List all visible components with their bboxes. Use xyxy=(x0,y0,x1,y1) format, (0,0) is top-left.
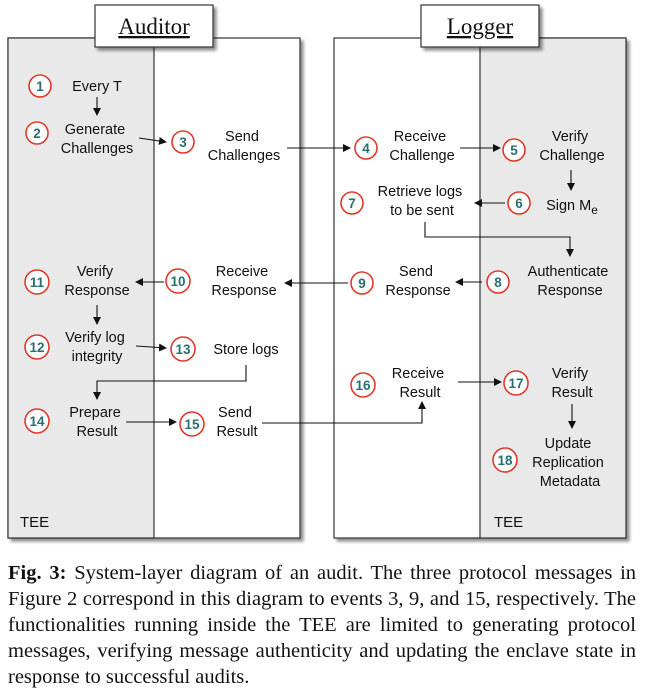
step-15-number: 15 xyxy=(184,417,200,432)
step-circles: 1 2 3 4 5 6 7 8 9 10 11 12 13 14 15 16 1… xyxy=(24,74,531,473)
logger-tee-label: TEE xyxy=(494,514,523,531)
step-13-label: Store logs xyxy=(213,342,278,358)
step-1-number: 1 xyxy=(36,79,44,94)
arrow-12-13 xyxy=(135,343,167,352)
step-7-number: 7 xyxy=(348,196,356,211)
step-9-badge: 9 xyxy=(350,271,374,295)
step-4-label: Receive Challenge xyxy=(389,129,454,164)
step-10-label: Receive Response xyxy=(211,264,276,299)
step-9-label: Send Response xyxy=(385,264,450,299)
step-5-label: Verify Challenge xyxy=(539,129,604,164)
step-14-number: 14 xyxy=(29,414,45,429)
step-3-badge: 3 xyxy=(171,130,195,154)
step-12-number: 12 xyxy=(29,340,44,355)
audit-diagram: Auditor TEE Logger TEE 1 2 3 4 5 6 xyxy=(7,4,627,539)
step-14-label: Prepare Result xyxy=(69,405,125,440)
step-3-label: Send Challenges xyxy=(208,129,281,164)
step-8-badge: 8 xyxy=(486,270,510,294)
arrow-13-14 xyxy=(93,365,247,400)
step-16-label: Receive Result xyxy=(392,366,448,401)
logger-title-box xyxy=(420,4,540,48)
logger-title: Logger xyxy=(447,14,514,39)
step-12-label: Verify log integrity xyxy=(65,330,129,365)
step-14-badge: 14 xyxy=(24,408,50,434)
auditor-title-box xyxy=(94,4,214,48)
step-6-label: Sign Me xyxy=(546,198,598,217)
step-12-badge: 12 xyxy=(24,334,50,360)
arrow-7-8 xyxy=(424,222,574,257)
step-7-badge: 7 xyxy=(340,191,364,215)
step-17-label: Verify Result xyxy=(551,366,592,401)
step-2-badge: 2 xyxy=(25,121,49,145)
arrow-2-3 xyxy=(138,137,167,145)
arrows xyxy=(93,97,576,429)
step-2-label: Generate Challenges xyxy=(61,122,134,157)
step-1-label: Every T xyxy=(72,79,122,95)
step-11-badge: 11 xyxy=(24,269,50,295)
step-15-badge: 15 xyxy=(179,411,205,437)
caption-label: Fig. 3: xyxy=(8,562,67,584)
step-8-number: 8 xyxy=(494,275,502,290)
step-9-number: 9 xyxy=(358,276,366,291)
arrow-15-16 xyxy=(262,401,426,424)
step-17-number: 17 xyxy=(508,376,523,391)
step-18-number: 18 xyxy=(497,453,513,468)
step-13-badge: 13 xyxy=(170,336,196,362)
step-6-badge: 6 xyxy=(507,191,531,215)
auditor-tee-label: TEE xyxy=(20,514,49,531)
step-11-label: Verify Response xyxy=(64,264,129,299)
auditor-column: Auditor TEE xyxy=(7,4,301,539)
step-3-number: 3 xyxy=(179,135,187,150)
step-4-number: 4 xyxy=(362,141,370,156)
step-18-badge: 18 xyxy=(492,447,518,473)
step-6-number: 6 xyxy=(515,196,523,211)
step-17-badge: 17 xyxy=(503,370,529,396)
step-5-number: 5 xyxy=(510,143,518,158)
step-labels: Every T Generate Challenges Send Challen… xyxy=(61,79,613,490)
figure-caption: Fig. 3: System-layer diagram of an audit… xyxy=(8,560,636,690)
step-8-label: Authenticate Response xyxy=(528,264,613,299)
step-5-badge: 5 xyxy=(502,138,526,162)
step-10-badge: 10 xyxy=(165,268,191,294)
step-2-number: 2 xyxy=(33,126,41,141)
step-10-number: 10 xyxy=(170,274,185,289)
step-13-number: 13 xyxy=(175,342,191,357)
step-16-number: 16 xyxy=(355,378,371,393)
step-4-badge: 4 xyxy=(354,136,378,160)
step-7-label: Retrieve logs to be sent xyxy=(378,184,467,219)
caption-text: System-layer diagram of an audit. The th… xyxy=(8,562,637,688)
step-16-badge: 16 xyxy=(350,372,376,398)
auditor-title: Auditor xyxy=(118,14,190,39)
step-18-label: Update Replication Metadata xyxy=(532,436,608,490)
step-1-badge: 1 xyxy=(28,74,52,98)
step-11-number: 11 xyxy=(30,275,45,290)
step-15-label: Send Result xyxy=(216,405,257,440)
